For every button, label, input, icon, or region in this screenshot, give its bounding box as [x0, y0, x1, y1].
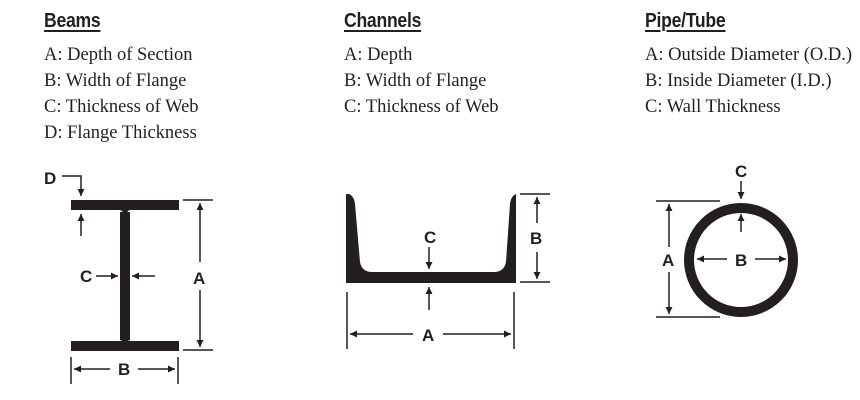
channel-label-b: B: [530, 229, 542, 248]
pipe-tube-legend-item-a: A: Outside Diameter (O.D.): [645, 45, 853, 65]
beams-legend-item-d: D: Flange Thickness: [44, 123, 197, 143]
channels-legend-item-b: B: Width of Flange: [344, 71, 487, 91]
beams-legend-item-c: C: Thickness of Web: [44, 97, 199, 117]
pipe-label-c: C: [735, 162, 747, 181]
pipe-ring-shape: [684, 203, 798, 317]
beam-label-c: C: [80, 267, 92, 286]
beams-legend-item-b: B: Width of Flange: [44, 71, 187, 91]
channels-legend-item-c: C: Thickness of Web: [344, 97, 499, 117]
channel-shape: [346, 194, 516, 283]
beam-diagram: D C A B: [44, 169, 213, 384]
channel-diagram: C B A: [346, 193, 550, 349]
beams-legend-item-a: A: Depth of Section: [44, 45, 193, 65]
pipe-label-a: A: [662, 251, 674, 270]
pipe-tube-legend-item-b: B: Inside Diameter (I.D.): [645, 71, 832, 91]
beams-legend: A: Depth of Section B: Width of Flange C…: [44, 42, 199, 146]
beam-label-b: B: [118, 360, 130, 379]
channel-label-a: A: [422, 326, 434, 345]
beam-label-a: A: [193, 269, 205, 288]
pipe-diagram: C A B: [656, 162, 798, 318]
beam-label-d: D: [44, 169, 56, 188]
pipe-tube-heading: Pipe/Tube: [645, 10, 726, 32]
channels-heading: Channels: [344, 10, 422, 32]
beams-heading: Beams: [44, 10, 101, 32]
beam-d-top-arrow: [62, 175, 85, 196]
pipe-tube-legend: A: Outside Diameter (O.D.) B: Inside Dia…: [645, 42, 852, 120]
pipe-label-b: B: [735, 251, 747, 270]
channel-label-c: C: [424, 228, 436, 247]
channels-legend-item-a: A: Depth: [344, 45, 413, 65]
channels-legend: A: Depth B: Width of Flange C: Thickness…: [344, 42, 499, 120]
pipe-tube-legend-item-c: C: Wall Thickness: [645, 97, 781, 117]
